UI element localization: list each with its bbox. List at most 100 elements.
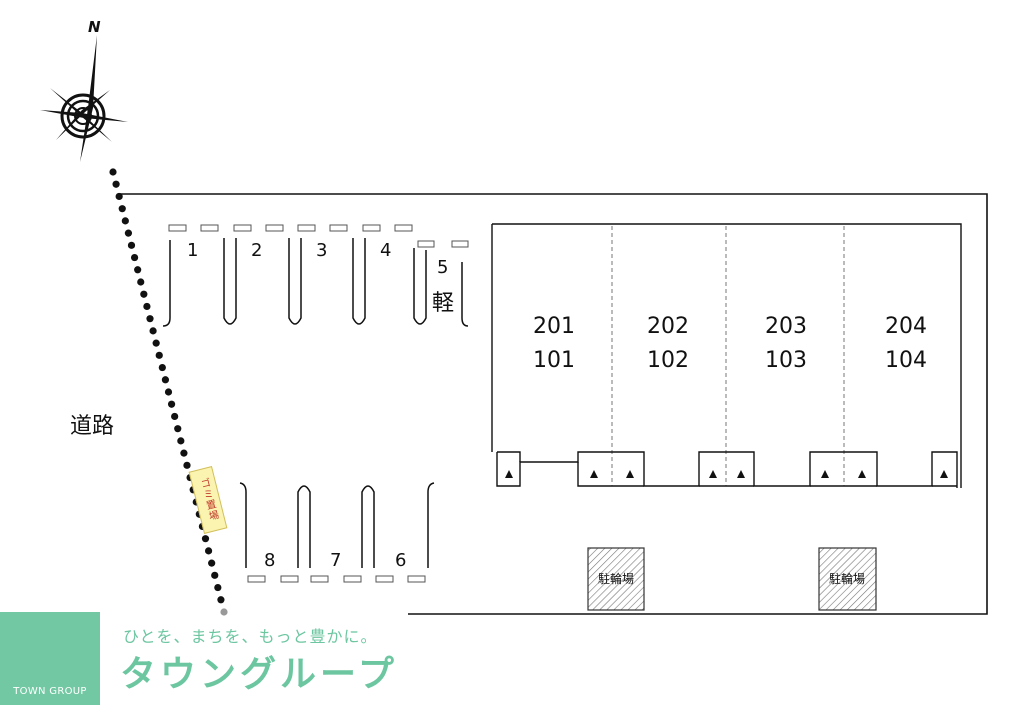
road-dot (177, 437, 185, 445)
bicycle-parking-1 (587, 547, 645, 611)
wheel-stop (200, 224, 219, 232)
company-name: TOWN GROUP (13, 686, 87, 697)
parking-space-5: 5 (437, 257, 449, 278)
parking-divider (361, 485, 375, 568)
road-dot (134, 266, 142, 274)
unit-204: 204 (885, 314, 927, 339)
road-dot (115, 192, 123, 201)
road-dot (161, 376, 170, 384)
bicycle-parking-label-2: 駐輪場 (828, 572, 865, 586)
road-dot (164, 388, 173, 396)
wheel-stop (451, 240, 469, 248)
parking-space-1: 1 (187, 240, 199, 261)
parking-divider (288, 238, 302, 325)
parking-divider (461, 262, 469, 327)
unit-201: 201 (533, 314, 575, 339)
entrance-marker (626, 470, 634, 478)
road-dot (146, 315, 154, 323)
parking-space-8: 8 (264, 550, 276, 571)
unit-203: 203 (765, 314, 807, 339)
wheel-stop (417, 240, 435, 248)
road-edge-dots (109, 168, 228, 616)
apartment-building (491, 223, 962, 488)
entrance-marker (940, 470, 948, 478)
entrance-markers (505, 470, 948, 478)
road-dot (217, 596, 225, 604)
road-dot (140, 290, 148, 298)
slogan: ひとを、まちを、もっと豊かに。 (123, 627, 378, 646)
road-dot (204, 547, 213, 555)
unit-101: 101 (533, 348, 575, 373)
wheel-stops-top (168, 224, 469, 248)
road-dot (201, 535, 210, 543)
wheel-stop (343, 575, 362, 583)
road-dot (127, 241, 136, 249)
bicycle-parking-2 (818, 547, 877, 611)
road-dot (130, 253, 139, 262)
parking-divider (239, 482, 247, 568)
entrance-marker (737, 470, 745, 478)
wheel-stop (280, 575, 299, 583)
entrance-marker (505, 470, 513, 478)
road-dot (118, 205, 126, 213)
wheel-stop (329, 224, 348, 232)
road-dot (220, 608, 228, 616)
wheel-stop (362, 224, 381, 232)
unit-202: 202 (647, 314, 689, 339)
road-dot (149, 327, 157, 335)
entrance-marker (590, 470, 598, 478)
wheel-stop (297, 224, 316, 232)
parking-dividers-bottom (239, 482, 435, 568)
parking-divider (162, 240, 171, 327)
entrance-marker (709, 470, 717, 478)
wheel-stop (375, 575, 394, 583)
road-dot (183, 461, 191, 469)
road-dot (214, 583, 222, 592)
parking-space-2: 2 (251, 240, 263, 261)
road-dot (208, 559, 216, 567)
parking-divider (427, 482, 435, 568)
building-front-outline (496, 451, 958, 488)
road-dot (137, 278, 145, 286)
road-dot (167, 400, 176, 408)
wheel-stop (310, 575, 329, 583)
wheel-stop (265, 224, 284, 232)
wheel-stop (407, 575, 426, 583)
compass-icon (40, 35, 128, 162)
wheel-stop (233, 224, 252, 232)
road-dot (124, 229, 133, 237)
road-dot (152, 339, 160, 347)
road-dot (109, 168, 117, 176)
brand-name: タウングループ (120, 654, 398, 695)
parking-space-6: 6 (395, 550, 407, 571)
wheel-stops-bottom (247, 575, 426, 583)
road-dot (180, 449, 188, 457)
parking-space-4: 4 (380, 240, 392, 261)
wheel-stop (247, 575, 266, 583)
bicycle-parking-label-1: 駐輪場 (597, 572, 634, 586)
entrance-marker (858, 470, 866, 478)
parking-divider (413, 248, 427, 325)
parking-space-7: 7 (330, 550, 342, 571)
compact-car-label: 軽 (432, 291, 455, 316)
road-dot (112, 180, 120, 188)
north-label: N (88, 18, 101, 36)
unit-103: 103 (765, 348, 807, 373)
lot-boundary (118, 193, 988, 615)
road-dot (158, 363, 166, 372)
parking-divider (223, 238, 237, 325)
wheel-stop (168, 224, 187, 232)
logo-badge (0, 612, 100, 705)
parking-divider (352, 238, 366, 325)
parking-divider (297, 485, 311, 568)
parking-space-3: 3 (316, 240, 328, 261)
road-dot (143, 302, 151, 311)
road-dot (121, 217, 129, 225)
road-dot (174, 425, 182, 433)
road-dot (211, 571, 219, 579)
parking-dividers-top (162, 238, 469, 327)
unit-104: 104 (885, 348, 927, 373)
road-dot (155, 351, 163, 359)
unit-102: 102 (647, 348, 689, 373)
entrance-marker (821, 470, 829, 478)
